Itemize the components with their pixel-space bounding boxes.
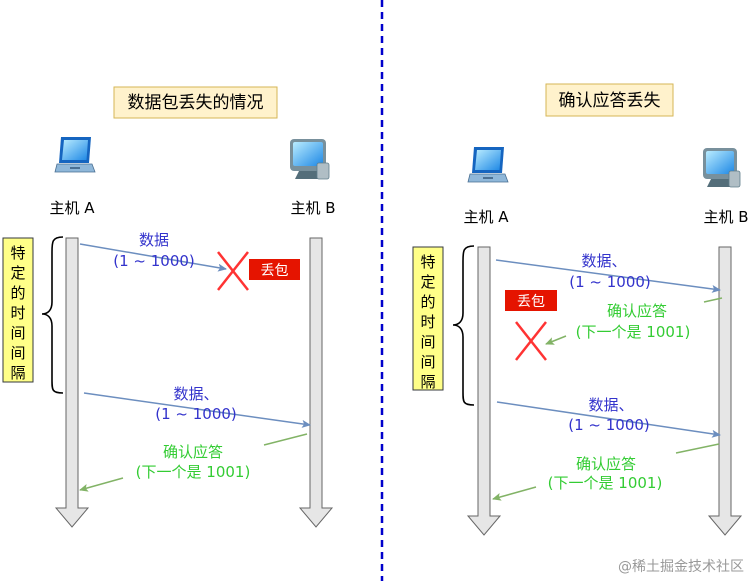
left-data-arrow-1 — [79, 243, 227, 272]
svg-text:间: 间 — [10, 324, 25, 342]
left-lost-badge-text: 丢包 — [261, 263, 289, 279]
svg-text:时: 时 — [420, 313, 435, 331]
left-panel: 数据包丢失的情况 主机 A 主机 B 特 定 的 时 间 间 — [2, 86, 336, 528]
svg-text:定: 定 — [420, 273, 435, 291]
svg-text:时: 时 — [10, 304, 25, 322]
right-host-a-timeline — [466, 246, 502, 536]
svg-text:特: 特 — [420, 253, 435, 271]
left-title-box — [113, 86, 278, 119]
svg-text:隔: 隔 — [10, 364, 25, 382]
cross-icon — [515, 321, 547, 361]
svg-text:隔: 隔 — [420, 373, 435, 391]
desktop-computer-icon — [290, 139, 330, 180]
right-panel: 确认应答丢失 主机 A 主机 B 特 定 的 时 间 间 隔 — [412, 83, 749, 536]
left-data-label-1-line1: 数据 — [139, 231, 169, 249]
left-data-label-2-line2: (1 ~ 1000) — [155, 405, 237, 423]
left-interval-label: 特 定 的 时 间 间 隔 — [10, 244, 25, 382]
left-ack-arrow — [79, 477, 124, 492]
right-title-box — [545, 83, 674, 117]
right-interval-label: 特 定 的 时 间 间 隔 — [420, 253, 435, 391]
right-data-label-1-line2: (1 ~ 1000) — [569, 273, 651, 291]
svg-text:间: 间 — [420, 353, 435, 371]
left-ack-label-line2: (下一个是 1001) — [136, 463, 251, 481]
right-lost-badge — [505, 290, 557, 311]
right-ack-2-label-line2: (下一个是 1001) — [548, 474, 663, 492]
left-ack-line-segment — [263, 433, 308, 446]
svg-text:的: 的 — [420, 293, 435, 311]
svg-text:间: 间 — [10, 344, 25, 362]
laptop-icon — [54, 137, 96, 173]
right-ack-2-arrow — [492, 486, 537, 501]
left-ack-label-line1: 确认应答 — [163, 443, 223, 461]
svg-text:间: 间 — [420, 333, 435, 351]
right-data-arrow-2 — [496, 401, 721, 438]
left-host-a-timeline — [54, 237, 90, 528]
cross-icon — [217, 251, 249, 291]
right-ack-1-arrow — [545, 335, 567, 345]
left-title: 数据包丢失的情况 — [128, 93, 264, 113]
svg-text:定: 定 — [10, 264, 25, 282]
svg-text:特: 特 — [10, 244, 25, 262]
left-data-label-2-line1: 数据、 — [173, 385, 218, 403]
left-lost-badge — [249, 259, 300, 280]
right-host-a-label: 主机 A — [463, 208, 509, 226]
right-interval-label-box — [412, 246, 444, 391]
right-ack-1-label-line2: (下一个是 1001) — [576, 323, 691, 341]
desktop-computer-icon — [703, 148, 741, 188]
left-interval-brace — [41, 236, 64, 394]
right-ack-2-label-line1: 确认应答 — [576, 455, 636, 473]
watermark: @稀土掘金技术社区 — [618, 559, 744, 575]
right-host-b-label: 主机 B — [703, 208, 748, 226]
right-host-b-timeline — [707, 246, 743, 536]
right-title: 确认应答丢失 — [559, 91, 661, 111]
right-interval-brace — [452, 245, 475, 406]
right-ack-1-line-segment — [703, 297, 723, 303]
right-ack-2-line-segment — [675, 443, 720, 454]
right-ack-1-label-line1: 确认应答 — [607, 302, 667, 320]
left-data-label-1-line2: (1 ~ 1000) — [113, 252, 195, 270]
left-host-b-timeline — [298, 237, 334, 528]
svg-text:的: 的 — [10, 284, 25, 302]
right-data-label-2-line2: (1 ~ 1000) — [568, 416, 650, 434]
left-host-a-label: 主机 A — [49, 199, 95, 217]
right-data-label-1-line1: 数据、 — [581, 252, 626, 270]
right-lost-badge-text: 丢包 — [517, 294, 545, 310]
left-data-arrow-2 — [83, 392, 311, 428]
left-interval-label-box — [2, 237, 34, 383]
right-data-label-2-line1: 数据、 — [588, 396, 633, 414]
right-data-arrow-1 — [495, 259, 721, 293]
left-host-b-label: 主机 B — [290, 199, 335, 217]
laptop-icon — [467, 147, 509, 183]
